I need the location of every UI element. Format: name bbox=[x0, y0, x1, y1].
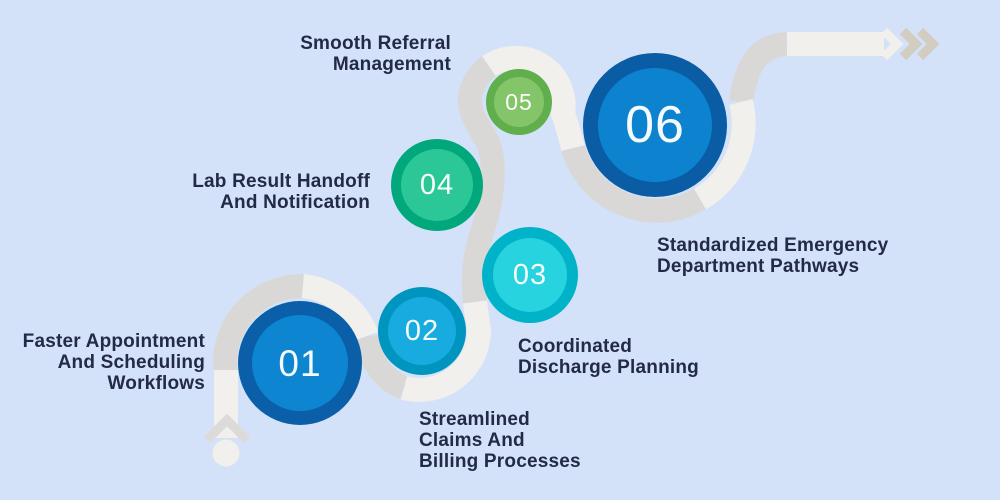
step-number-05: 05 bbox=[505, 88, 533, 115]
step-label-line: Standardized Emergency bbox=[657, 235, 889, 256]
end-arrow-icon bbox=[880, 27, 940, 61]
step-number-01: 01 bbox=[278, 342, 322, 384]
step-label-01: Faster Appointment And Scheduling Workfl… bbox=[23, 331, 205, 394]
step-circle-02: 02 bbox=[378, 287, 466, 375]
step-circle-01-inner: 01 bbox=[252, 315, 348, 411]
step-label-06: Standardized Emergency Department Pathwa… bbox=[657, 235, 888, 277]
end-arrow-chevron-1 bbox=[899, 27, 923, 61]
step-label-line: Smooth Referral bbox=[300, 33, 451, 54]
step-label-line: And Notification bbox=[220, 192, 370, 213]
road-start-dot bbox=[212, 439, 240, 467]
step-circle-05-inner: 05 bbox=[494, 77, 544, 127]
step-label-line: Workflows bbox=[107, 373, 205, 394]
step-label-line: Management bbox=[332, 54, 451, 75]
step-number-03: 03 bbox=[512, 258, 548, 291]
step-label-line: Department Pathways bbox=[657, 256, 860, 277]
step-number-04: 04 bbox=[419, 168, 455, 201]
step-circle-03: 03 bbox=[482, 227, 578, 323]
step-circle-05: 05 bbox=[486, 69, 552, 135]
step-circle-04-inner: 04 bbox=[401, 149, 473, 221]
step-circle-01: 01 bbox=[238, 301, 362, 425]
road-corner-top-right bbox=[729, 32, 789, 104]
road-arc-step1-left bbox=[212, 273, 304, 375]
step-label-line: Streamlined bbox=[419, 409, 530, 430]
step-number-06: 06 bbox=[625, 96, 685, 154]
start-chevron-icon bbox=[203, 413, 251, 444]
step-label-line: And Scheduling bbox=[57, 352, 205, 373]
step-label-05: Smooth Referral Management bbox=[300, 33, 451, 75]
step-label-line: Lab Result Handoff bbox=[192, 171, 370, 192]
step-circle-06: 06 bbox=[583, 53, 727, 197]
road-arc-step6-bottom bbox=[561, 144, 706, 223]
end-arrow-tip bbox=[880, 27, 904, 61]
step-label-line: Discharge Planning bbox=[518, 357, 699, 378]
road-arc-step2-left bbox=[355, 334, 410, 400]
step-label-line: Faster Appointment bbox=[22, 331, 205, 352]
road-gray-segments bbox=[212, 32, 789, 400]
step-label-03: Coordinated Discharge Planning bbox=[518, 336, 699, 378]
road-arc-step1-right bbox=[301, 274, 379, 341]
road-arc-step6-right bbox=[693, 99, 756, 210]
road-arc-step2-right bbox=[401, 300, 492, 402]
step-label-line: Billing Processes bbox=[419, 451, 581, 472]
end-arrow-chevron-2 bbox=[916, 27, 940, 61]
step-label-02: Streamlined Claims And Billing Processes bbox=[419, 409, 581, 472]
road-light-segments bbox=[214, 32, 884, 438]
road-arc-step4-right bbox=[457, 56, 505, 304]
road-arc-step5-top bbox=[482, 45, 585, 151]
step-circle-02-inner: 02 bbox=[388, 297, 456, 365]
step-label-line: Coordinated bbox=[518, 336, 633, 357]
step-label-line: Claims And bbox=[419, 430, 525, 451]
step-label-04: Lab Result Handoff And Notification bbox=[192, 171, 370, 213]
step-circle-06-inner: 06 bbox=[598, 68, 712, 182]
step-circle-04: 04 bbox=[391, 139, 483, 231]
step-number-02: 02 bbox=[404, 314, 440, 347]
step-circle-03-inner: 03 bbox=[493, 238, 567, 312]
